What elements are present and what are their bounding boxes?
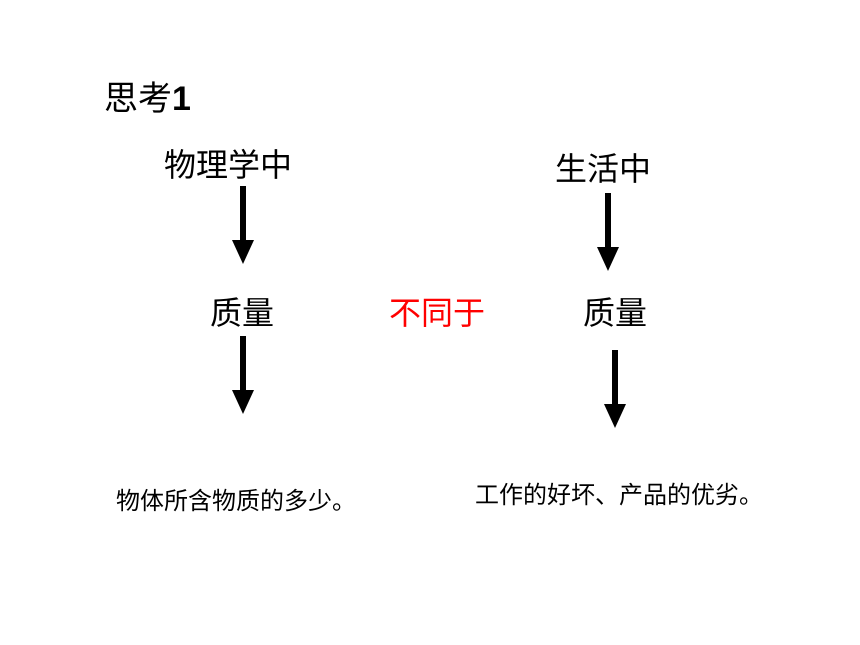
daily-life-arrow-down-2 [600, 350, 630, 428]
physics-heading: 物理学中 [164, 146, 293, 184]
title-number: 1 [172, 80, 191, 118]
physics-arrow-down-1 [228, 186, 258, 264]
daily-life-heading: 生活中 [555, 150, 652, 188]
daily-life-mass-meaning: 工作的好坏、产品的优劣。 [475, 481, 763, 509]
title-text: 思考 [104, 79, 172, 119]
physics-arrow-down-2 [228, 336, 258, 414]
physics-mass-definition: 物体所含物质的多少。 [116, 487, 356, 515]
relation-label: 不同于 [389, 294, 486, 332]
slide-title: 思考1 [104, 82, 191, 116]
daily-life-mass-term: 质量 [583, 294, 648, 332]
physics-mass-term: 质量 [210, 294, 275, 332]
daily-life-arrow-down-1 [593, 193, 623, 271]
